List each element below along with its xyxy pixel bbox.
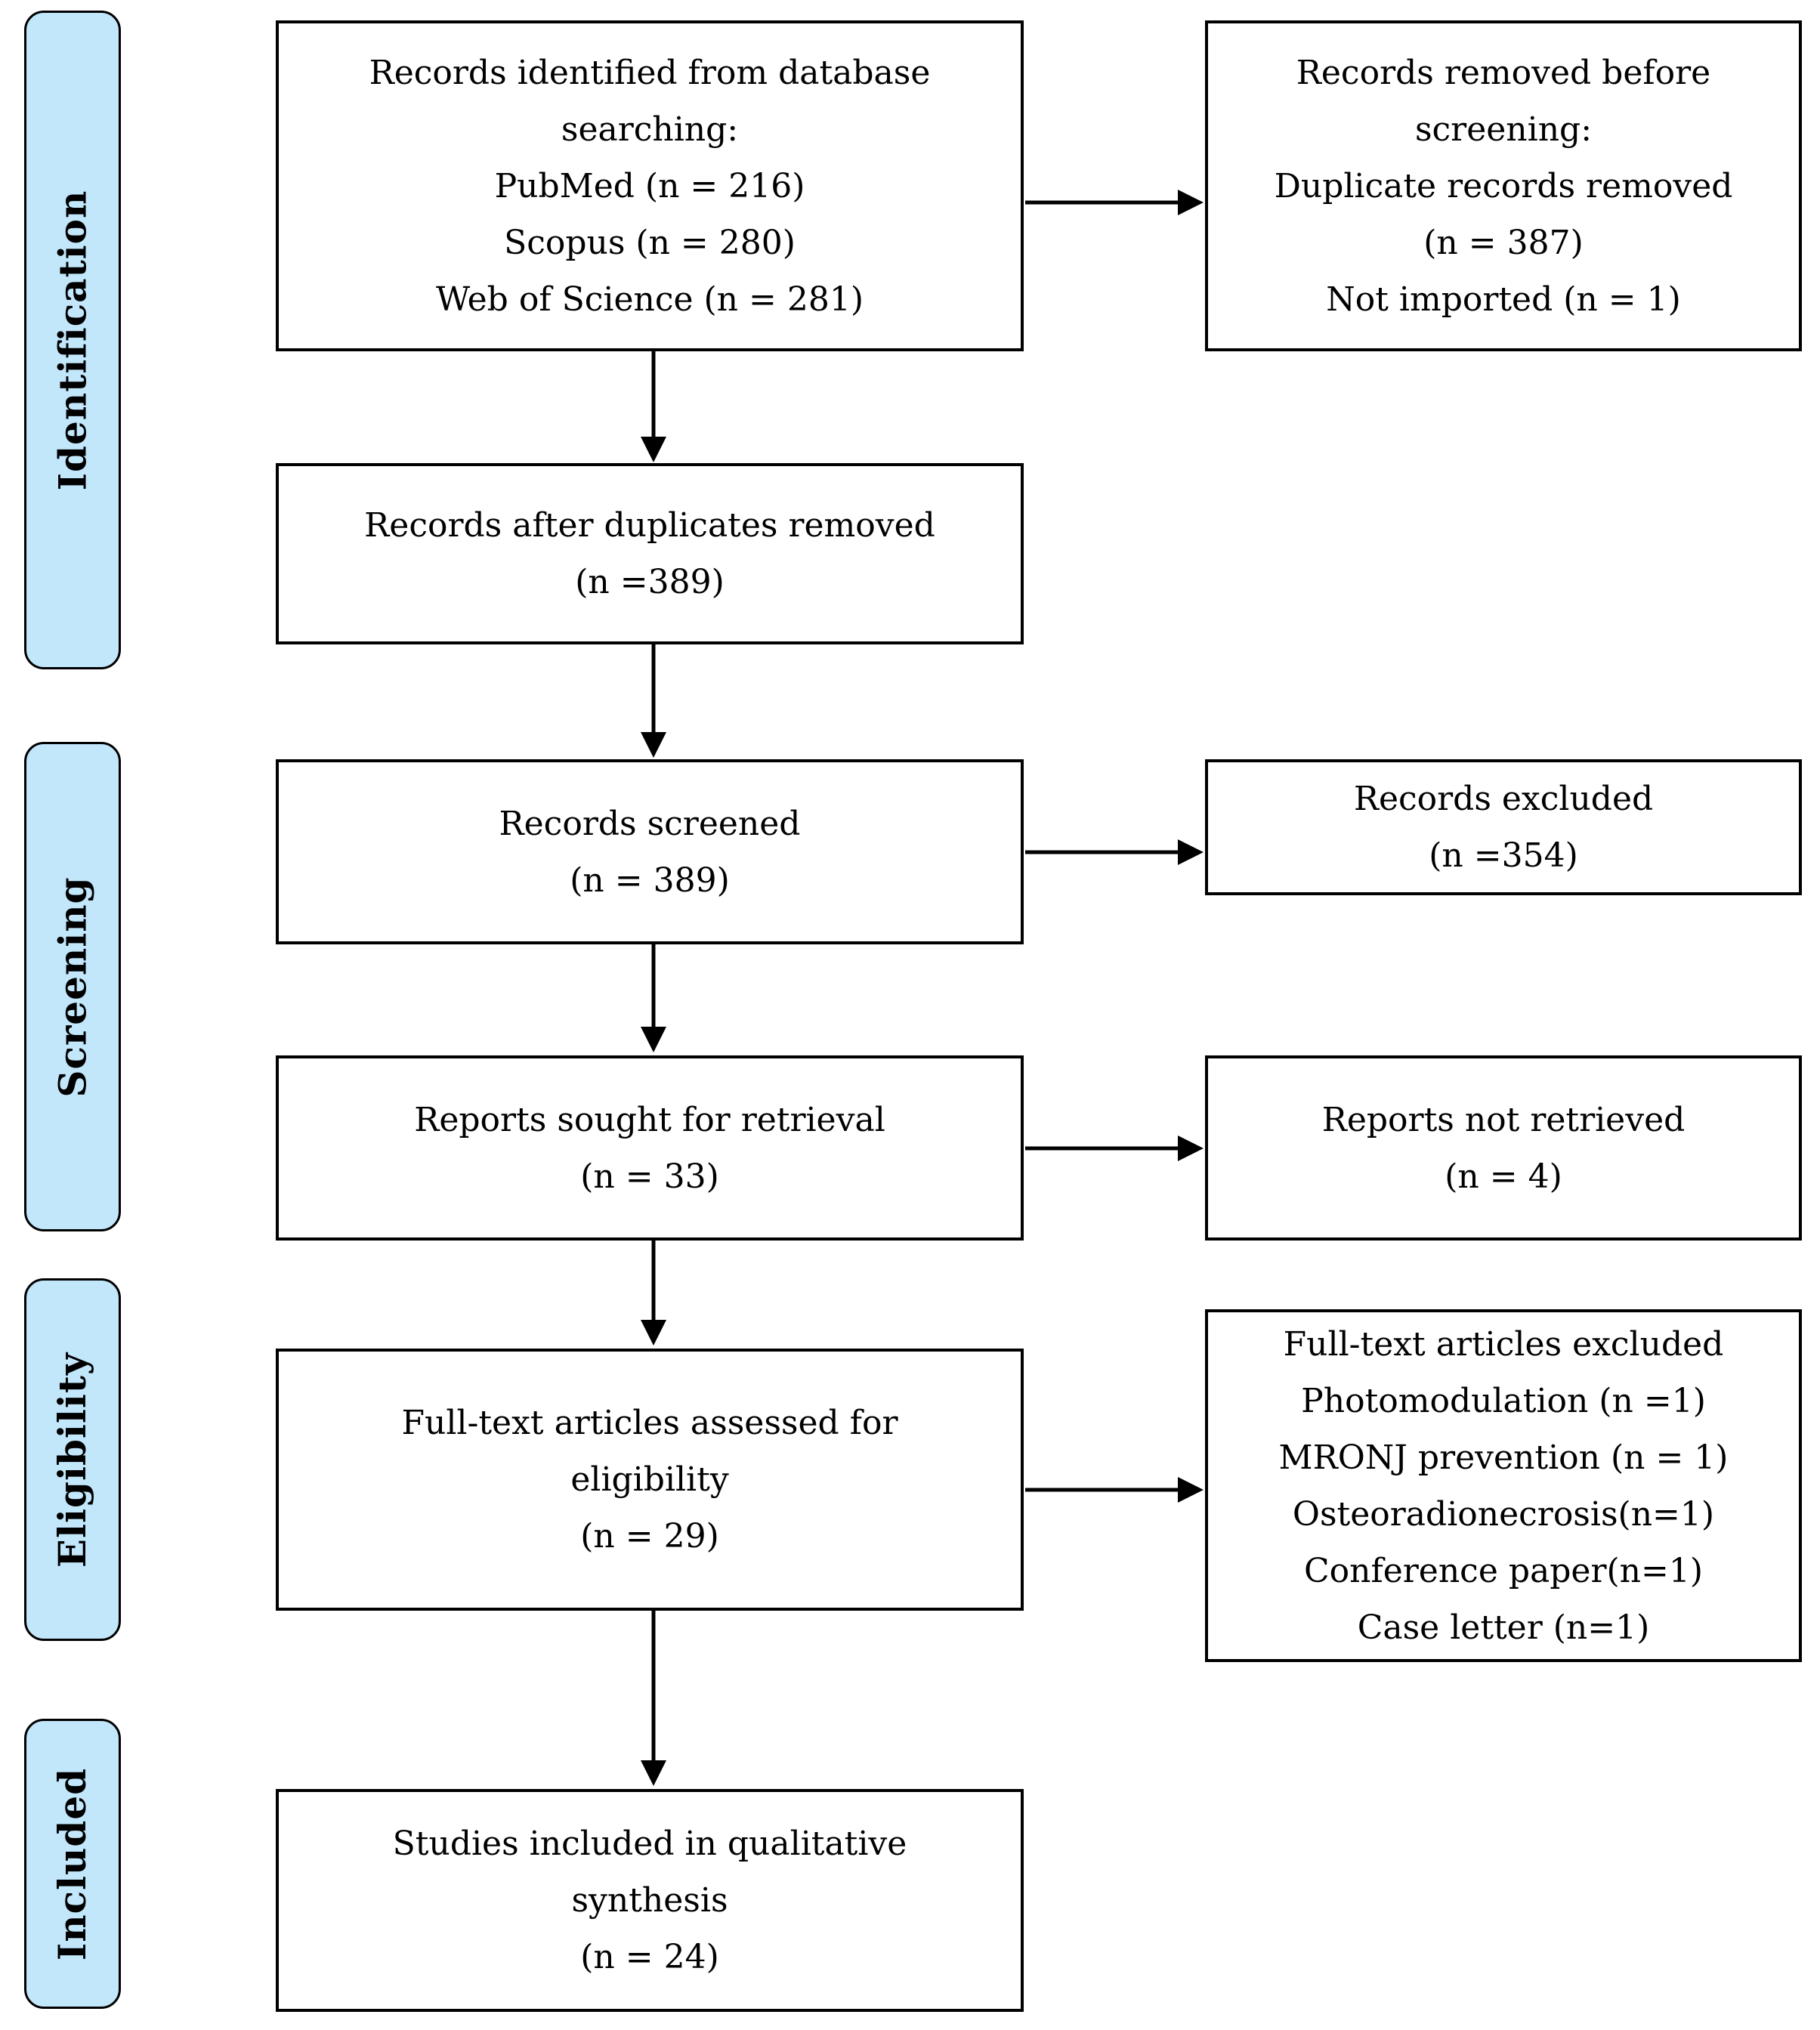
text-line: Web of Science (n = 281) — [436, 280, 864, 319]
text-line: Full-text articles excluded — [1283, 1324, 1724, 1364]
arrow-screened-to-excluded — [1025, 839, 1204, 865]
box-fulltext-assessed: Full-text articles assessed for eligibil… — [276, 1349, 1024, 1611]
box-records-screened: Records screened (n = 389) — [276, 759, 1024, 944]
arrow-sought-to-not-retrieved — [1025, 1136, 1204, 1161]
text-line: Records identified from database — [369, 53, 931, 92]
text-line: (n = 389) — [570, 861, 730, 900]
stage-label-screening: Screening — [24, 742, 121, 1231]
text-line: Records excluded — [1353, 780, 1654, 818]
arrow-screened-to-sought — [641, 943, 666, 1052]
text-line: Records removed before — [1296, 53, 1711, 92]
text-line: Reports not retrieved — [1321, 1100, 1686, 1139]
text-line: Full-text articles assessed for — [401, 1404, 898, 1442]
box-records-after-duplicates: Records after duplicates removed (n =389… — [276, 463, 1024, 644]
stage-label-text: Identification — [50, 190, 95, 490]
arrow-sought-to-fulltext — [641, 1239, 666, 1346]
stage-label-eligibility: Eligibility — [24, 1278, 121, 1641]
text-line: Case letter (n=1) — [1357, 1608, 1650, 1647]
arrow-fulltext-to-included — [641, 1609, 666, 1786]
box-records-identified: Records identified from database searchi… — [276, 20, 1024, 351]
text-line: PubMed (n = 216) — [494, 166, 805, 205]
text-line: synthesis — [571, 1881, 728, 1920]
text-line: (n = 24) — [580, 1938, 719, 1976]
text-line: (n =354) — [1429, 836, 1578, 875]
stage-label-included: Included — [24, 1719, 121, 2009]
text-line: (n =389) — [575, 563, 725, 601]
stage-label-text: Screening — [50, 876, 95, 1098]
text-line: MRONJ prevention (n = 1) — [1278, 1438, 1729, 1477]
box-reports-not-retrieved: Reports not retrieved (n = 4) — [1205, 1055, 1802, 1241]
text-line: eligibility — [570, 1460, 729, 1499]
box-studies-included: Studies included in qualitative synthesi… — [276, 1789, 1024, 2012]
arrow-identified-to-after-duplicates — [641, 350, 666, 462]
text-line: searching: — [561, 110, 739, 149]
text-line: (n = 33) — [580, 1157, 719, 1196]
text-line: Studies included in qualitative — [392, 1825, 907, 1863]
text-line: Duplicate records removed — [1274, 166, 1733, 205]
text-line: Not imported (n = 1) — [1326, 280, 1681, 319]
text-line: Records after duplicates removed — [364, 506, 935, 545]
text-line: Reports sought for retrieval — [414, 1100, 885, 1139]
stage-label-text: Included — [50, 1767, 95, 1960]
text-line: Photomodulation (n =1) — [1301, 1381, 1706, 1420]
stage-label-text: Eligibility — [50, 1352, 95, 1568]
text-line: Conference paper(n=1) — [1303, 1551, 1704, 1590]
box-reports-sought: Reports sought for retrieval (n = 33) — [276, 1055, 1024, 1241]
text-line: Osteoradionecrosis(n=1) — [1292, 1494, 1715, 1534]
arrow-fulltext-to-fulltext-excluded — [1025, 1477, 1204, 1503]
text-line: (n = 387) — [1423, 223, 1584, 262]
text-line: Scopus (n = 280) — [504, 223, 796, 262]
text-line: screening: — [1414, 110, 1593, 149]
text-line: (n = 4) — [1445, 1157, 1562, 1196]
text-line: (n = 29) — [580, 1517, 719, 1556]
text-line: Records screened — [499, 804, 801, 843]
box-records-removed-before-screening: Records removed before screening: Duplic… — [1205, 20, 1802, 351]
stage-label-identification: Identification — [24, 11, 121, 669]
box-fulltext-excluded: Full-text articles excluded Photomodulat… — [1205, 1309, 1802, 1662]
arrow-after-duplicates-to-screened — [641, 643, 666, 758]
arrow-identified-to-removed — [1025, 190, 1204, 215]
box-records-excluded: Records excluded (n =354) — [1205, 759, 1802, 895]
